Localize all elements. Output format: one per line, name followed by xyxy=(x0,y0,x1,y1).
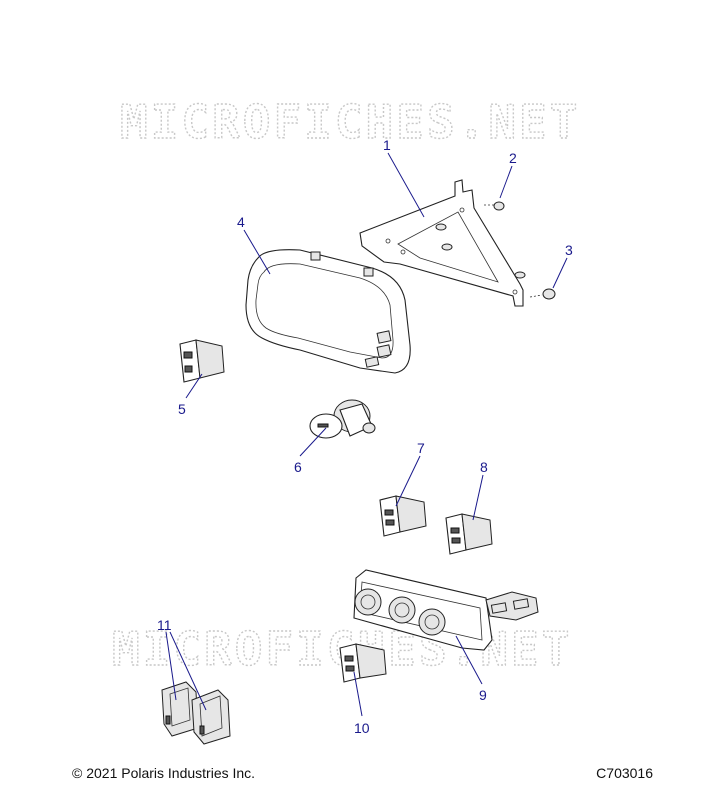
callout-7: 7 xyxy=(417,440,425,456)
part-switch-7 xyxy=(379,495,427,537)
leader-7 xyxy=(395,455,421,507)
callout-3: 3 xyxy=(565,242,573,258)
part-hvac-control xyxy=(353,569,539,651)
leader-9 xyxy=(455,635,483,685)
part-instrument-cluster xyxy=(245,249,411,374)
callout-11: 11 xyxy=(157,617,172,633)
callout-10: 10 xyxy=(354,720,370,736)
diagram-code: C703016 xyxy=(596,765,653,781)
leader-4 xyxy=(243,229,271,275)
part-bracket xyxy=(359,179,526,307)
leader-8 xyxy=(472,474,484,521)
leader-11a xyxy=(165,631,177,701)
callout-1: 1 xyxy=(383,137,391,153)
part-switch-10 xyxy=(339,643,387,683)
part-switch-5 xyxy=(179,339,225,383)
leader-10 xyxy=(353,671,363,717)
part-ignition-switch xyxy=(309,399,376,439)
part-switch-8 xyxy=(445,513,493,555)
callout-2: 2 xyxy=(509,150,517,166)
copyright-text: © 2021 Polaris Industries Inc. xyxy=(72,765,256,781)
leader-6 xyxy=(299,427,327,457)
callout-5: 5 xyxy=(178,401,186,417)
leader-2 xyxy=(499,165,513,199)
leader-11b xyxy=(169,631,207,711)
part-switches-11 xyxy=(161,681,231,745)
callout-6: 6 xyxy=(294,459,302,475)
leader-3 xyxy=(552,257,568,289)
part-screw-3 xyxy=(529,288,556,300)
leader-5 xyxy=(185,373,203,399)
watermark-top: MICROFICHES.NET xyxy=(120,95,580,149)
part-screw-2 xyxy=(484,201,505,211)
callout-8: 8 xyxy=(480,459,488,475)
callout-9: 9 xyxy=(479,687,487,703)
callout-4: 4 xyxy=(237,214,245,230)
leader-1 xyxy=(387,152,425,218)
